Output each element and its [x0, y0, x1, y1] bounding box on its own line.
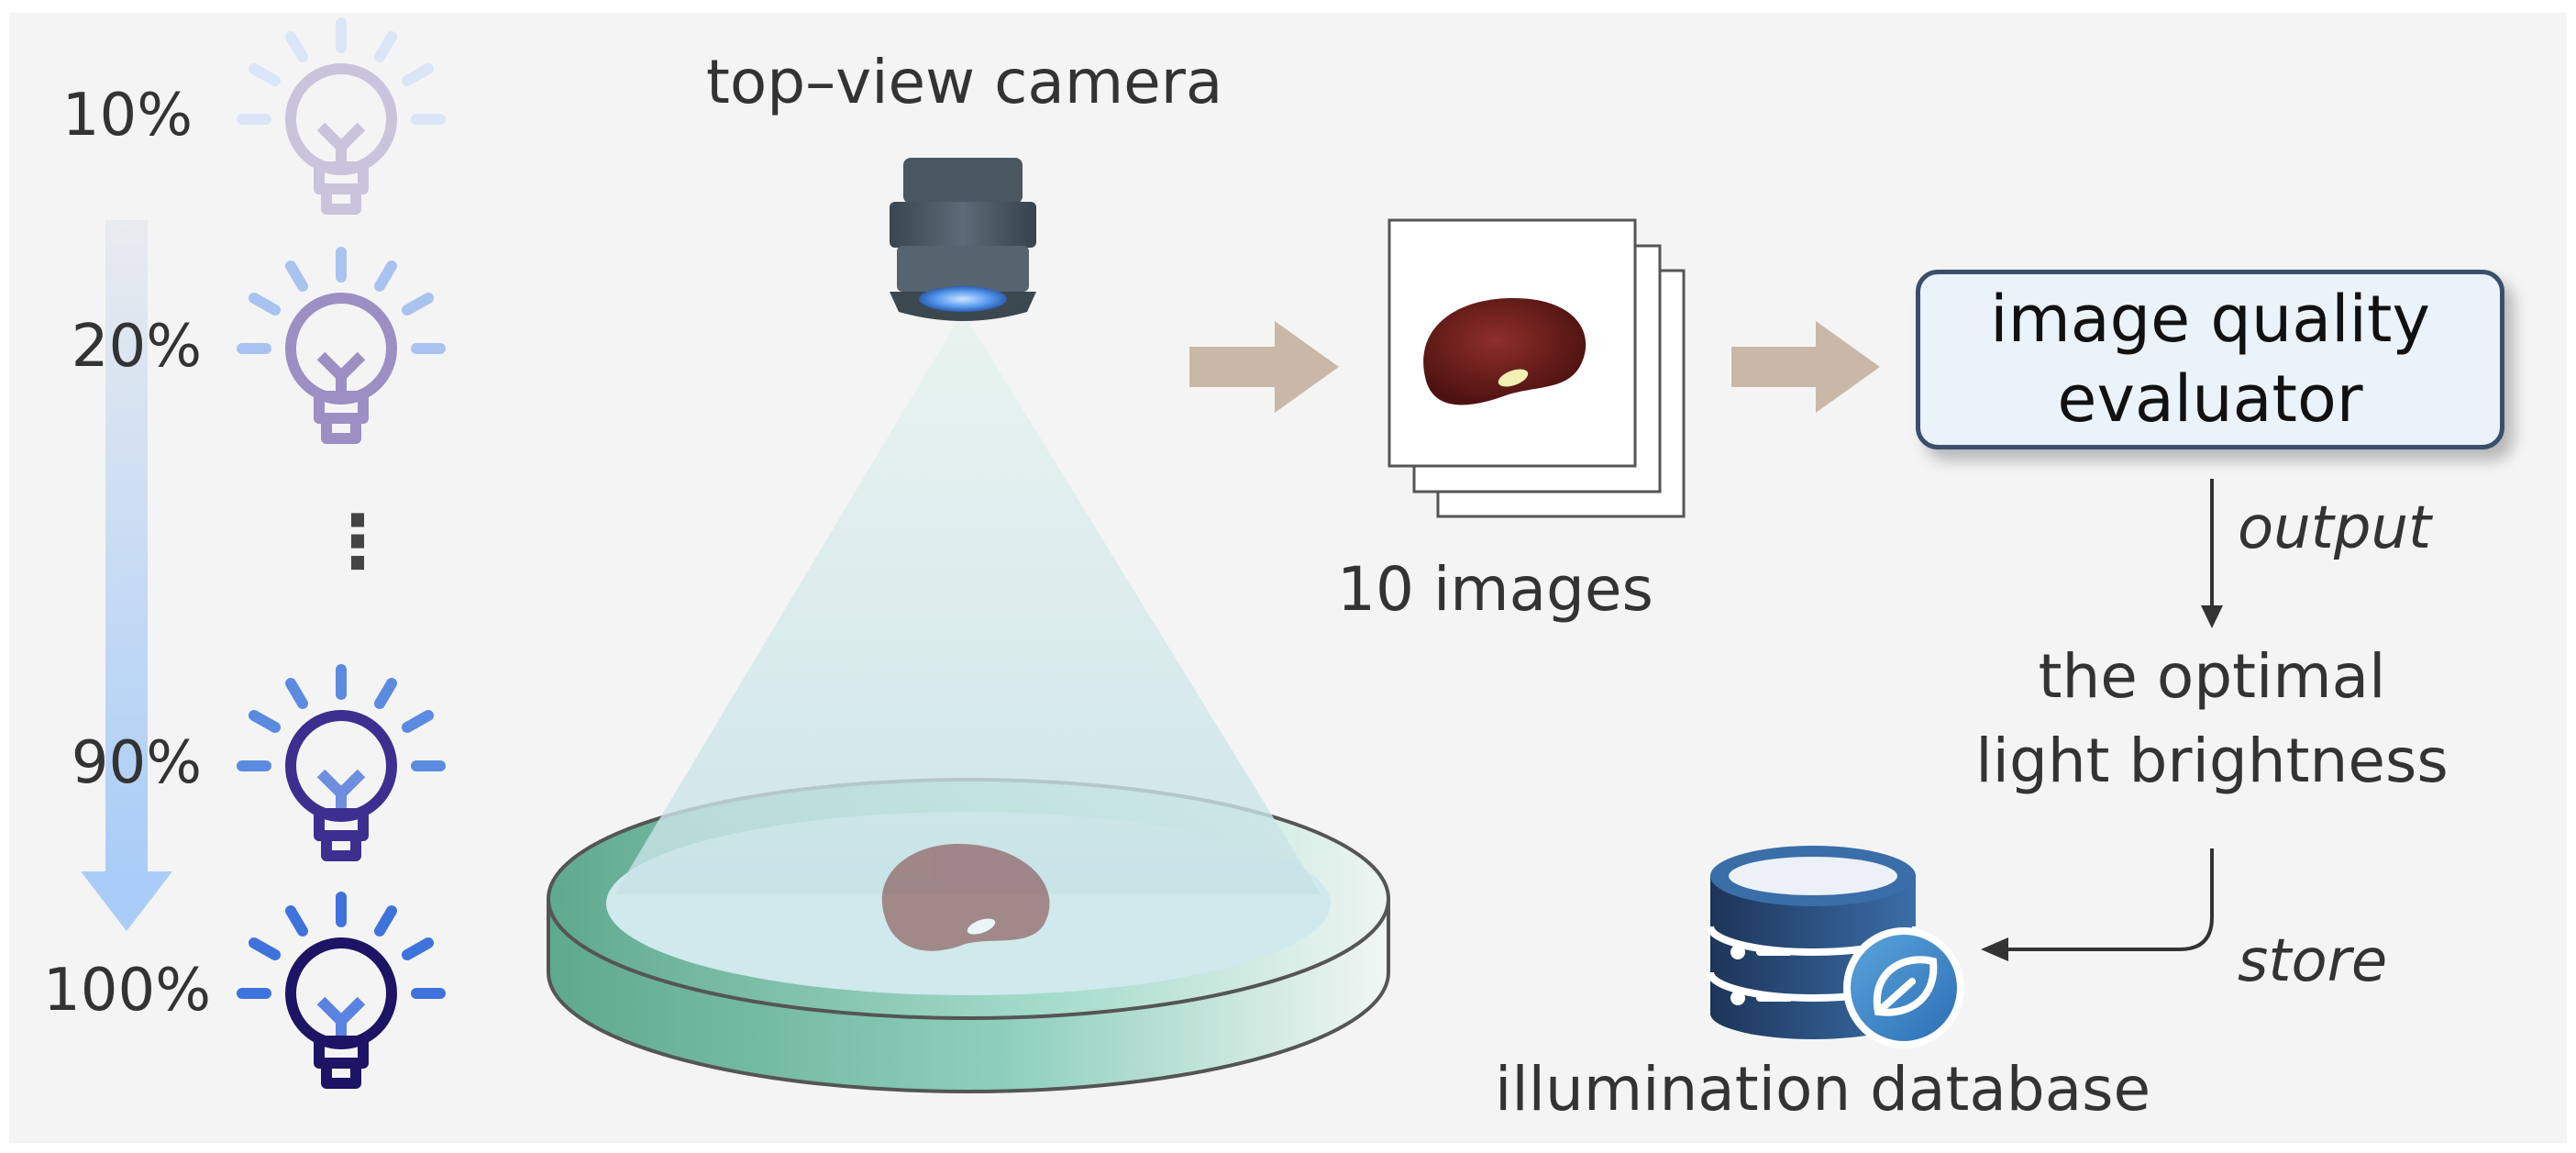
optimal-brightness-line1: the optimal	[2038, 641, 2386, 712]
ellipsis-marker: ⋮	[321, 499, 394, 584]
database-label: illumination database	[1495, 1054, 2151, 1125]
leaf-icon	[1843, 927, 1964, 1048]
light-bulb-icon	[237, 892, 446, 1089]
light-bulb-icon	[237, 17, 446, 215]
camera-label: top–view camera	[706, 47, 1223, 117]
camera-icon	[890, 158, 1036, 321]
flow-arrow-camera-to-images	[1189, 321, 1339, 413]
evaluator-label-line2: evaluator	[2057, 361, 2363, 437]
output-label: output	[2238, 494, 2432, 562]
brightness-increase-arrow	[81, 220, 172, 931]
kidney-bean-image	[881, 844, 1050, 951]
light-bulb-icon	[237, 664, 446, 861]
images-label: 10 images	[1337, 554, 1653, 625]
brightness-label-90: 90%	[71, 729, 202, 797]
brightness-label-10: 10%	[61, 82, 193, 150]
brightness-label-100: 100%	[43, 957, 211, 1025]
camera-field-of-view	[614, 312, 1321, 894]
image-quality-evaluator: image quality evaluator	[1916, 270, 2504, 449]
evaluator-label-line1: image quality	[1990, 281, 2430, 357]
flow-arrow-images-to-evaluator	[1731, 321, 1880, 413]
output-arrow	[2201, 479, 2223, 628]
kidney-bean-image	[1423, 298, 1587, 405]
image-stack	[1388, 218, 1686, 518]
store-arrow	[1981, 848, 2214, 961]
optimal-brightness-line2: light brightness	[1975, 726, 2449, 796]
brightness-label-20: 20%	[71, 313, 202, 381]
store-label: store	[2238, 927, 2388, 995]
light-bulb-icon	[237, 247, 446, 444]
